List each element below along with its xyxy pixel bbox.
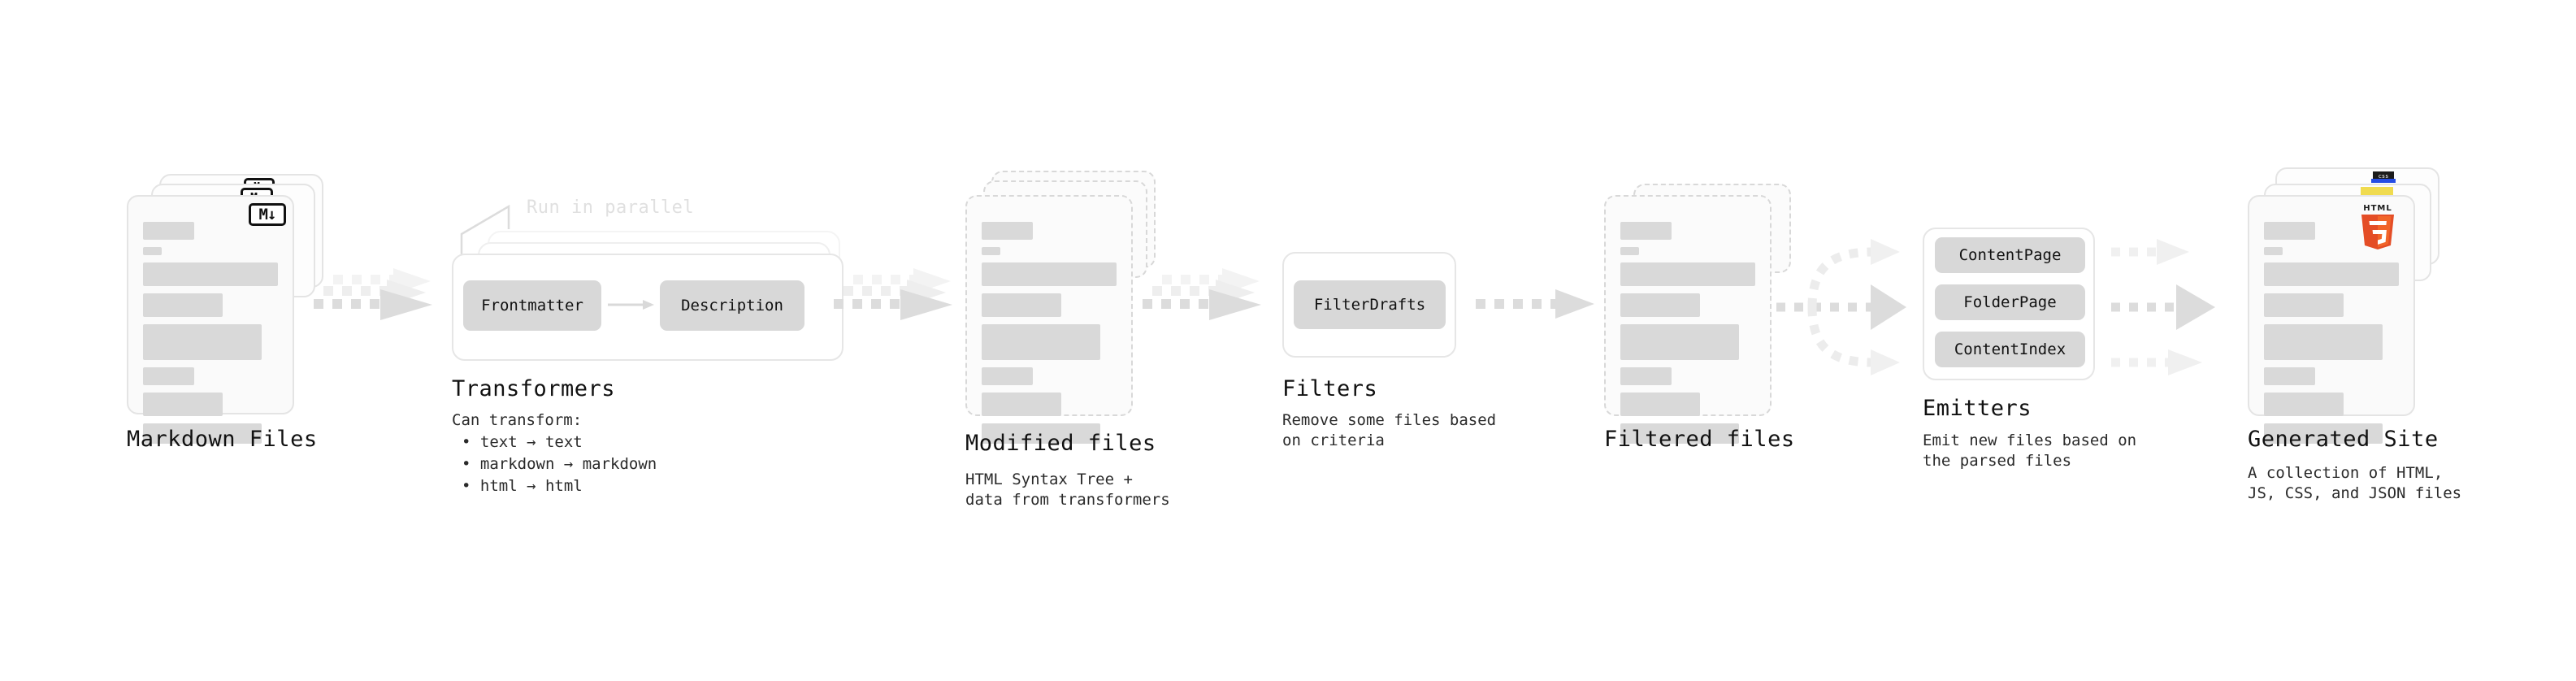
content-bar (982, 293, 1061, 317)
content-bar (1620, 393, 1700, 416)
content-bar (1620, 222, 1672, 240)
generated-site-description: A collection of HTML, JS, CSS, and JSON … (2248, 464, 2462, 502)
transformers-bullet-2: • html → html (462, 477, 583, 495)
content-bar (2264, 262, 2399, 286)
site-card-content (2264, 222, 2399, 451)
transformers-bullet-0: • text → text (462, 433, 583, 451)
modified-card-content (982, 222, 1117, 451)
filtered-files-title: Filtered files (1604, 427, 1795, 452)
content-bar (1620, 293, 1700, 317)
content-bar (143, 393, 223, 416)
run-in-parallel-label: Run in parallel (527, 197, 695, 218)
transformers-bullet-1: • markdown → markdown (462, 455, 657, 473)
chip-label: Frontmatter (481, 297, 583, 314)
modified-files-description: HTML Syntax Tree + data from transformer… (965, 471, 1170, 509)
content-bar (143, 262, 278, 286)
content-bar (1620, 262, 1755, 286)
css3-icon: css (2371, 171, 2396, 183)
content-bar (2264, 324, 2383, 360)
chip-label: ContentIndex (1954, 340, 2066, 358)
markdown-card-content (143, 222, 278, 451)
filters-title: Filters (1282, 376, 1378, 401)
html5-icon: HTML (2361, 204, 2394, 249)
run-in-parallel-bracket (460, 204, 510, 257)
content-bar (143, 293, 223, 317)
content-bar (2264, 247, 2283, 255)
content-bar (143, 423, 262, 444)
content-bar (143, 222, 194, 240)
connector-modified-to-filters (1143, 268, 1261, 320)
content-bar (2264, 367, 2315, 385)
filters-description: Remove some files based on criteria (1282, 411, 1497, 449)
chip-description[interactable]: Description (660, 280, 804, 331)
transformers-description: Can transform: (452, 411, 583, 429)
connector-transformers-to-modified (834, 268, 952, 320)
chip-label: FolderPage (1963, 293, 2057, 311)
connector-markdown-to-transformers (314, 268, 432, 320)
markdown-badge-front: M↓ (249, 203, 286, 226)
content-bar (1620, 324, 1739, 360)
connector-emitters-to-site (2111, 239, 2215, 375)
content-bar (143, 367, 194, 385)
chip-filterdrafts[interactable]: FilterDrafts (1294, 280, 1446, 329)
connector-filtered-to-emitters (1776, 239, 1906, 375)
transformer-arrow-front (608, 300, 654, 310)
markdown-files-title: Markdown Files (127, 427, 318, 452)
chip-label: Description (681, 297, 783, 314)
markdown-badge-front-label: M↓ (258, 206, 277, 223)
transformers-title: Transformers (452, 376, 616, 401)
modified-files-title: Modified files (965, 431, 1156, 456)
content-bar (143, 247, 162, 255)
content-bar (982, 262, 1117, 286)
chip-label: FilterDrafts (1313, 296, 1426, 314)
content-bar (982, 222, 1033, 240)
content-bar (2264, 293, 2344, 317)
content-bar (1620, 247, 1639, 255)
content-bar (2264, 393, 2344, 416)
generated-site-title: Generated Site (2248, 427, 2439, 452)
svg-text:HTML: HTML (2363, 204, 2392, 213)
chip-folderpage[interactable]: FolderPage (1935, 284, 2085, 320)
content-bar (982, 393, 1061, 416)
content-bar (1620, 367, 1672, 385)
connector-filters-to-filtered (1476, 289, 1594, 319)
emitters-title: Emitters (1923, 396, 2032, 421)
svg-text:css: css (2379, 173, 2389, 180)
chip-contentpage[interactable]: ContentPage (1935, 237, 2085, 273)
content-bar (982, 423, 1100, 444)
emitters-description: Emit new files based on the parsed files (1923, 432, 2137, 470)
content-bar (982, 324, 1100, 360)
filtered-card-content (1620, 222, 1755, 451)
content-bar (2264, 423, 2383, 444)
content-bar (982, 367, 1033, 385)
content-bar (143, 324, 262, 360)
chip-frontmatter[interactable]: Frontmatter (463, 280, 601, 331)
content-bar (2264, 222, 2315, 240)
chip-contentindex[interactable]: ContentIndex (1935, 332, 2085, 367)
content-bar (982, 247, 1000, 255)
chip-label: ContentPage (1958, 246, 2062, 264)
content-bar (1620, 423, 1739, 444)
